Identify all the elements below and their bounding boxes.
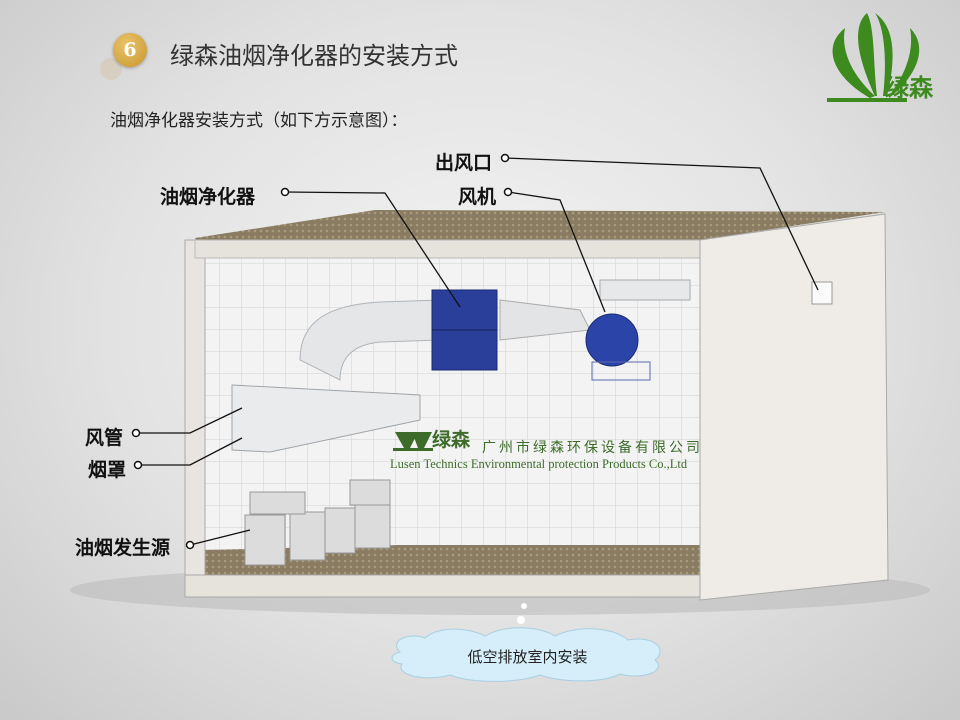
caption-cloud — [391, 627, 661, 682]
page-subtitle: 油烟净化器安装方式（如下方示意图）： — [110, 111, 408, 131]
lusen-logo-icon — [827, 13, 920, 102]
label-purifier: 油烟净化器 — [160, 186, 256, 208]
decorative-circle — [100, 58, 122, 80]
page-title: 绿森油烟净化器的安装方式 — [170, 42, 458, 70]
label-fan: 风机 — [458, 186, 497, 208]
company-name-cn: 广州市绿森环保设备有限公司 — [482, 440, 703, 456]
company-name-en: Lusen Technics Environmental protection … — [390, 457, 688, 471]
label-smoke-source: 油烟发生源 — [75, 537, 171, 559]
duct — [299, 299, 441, 381]
watermark-logo-text: 绿森 — [432, 429, 471, 451]
label-outlet: 出风口 — [435, 152, 493, 174]
label-hood: 烟罩 — [88, 459, 127, 481]
caption-text: 低空排放室内安装 — [467, 648, 588, 666]
fan-unit — [585, 313, 639, 367]
logo-text: 绿森 — [885, 74, 933, 102]
smoke-hood — [231, 384, 421, 453]
right-wall — [699, 213, 889, 601]
step-number-badge: 6 — [113, 33, 147, 67]
label-duct: 风管 — [85, 427, 124, 449]
smoke-source — [244, 479, 391, 566]
air-outlet — [811, 281, 833, 305]
